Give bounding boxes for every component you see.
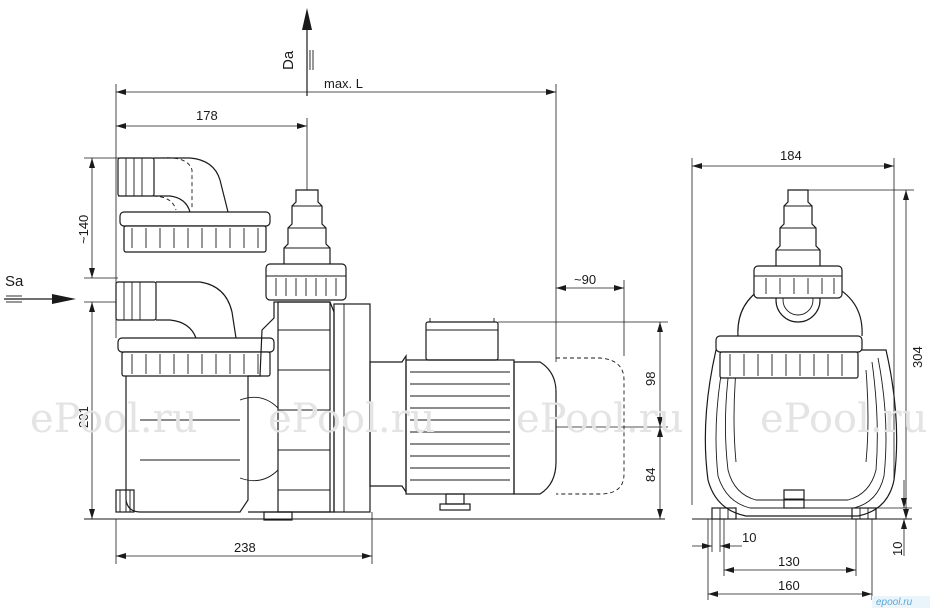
dim-10-horizontal-label: 10: [742, 530, 756, 545]
suction-arrow: [4, 294, 76, 304]
logo[interactable]: epool.ru: [876, 597, 913, 608]
watermarks: ePool.ru ePool.ru ePool.ru ePool.ru: [30, 396, 928, 442]
dim-98-label: 98: [643, 372, 658, 386]
watermark: ePool.ru: [30, 396, 198, 442]
front-view: 184 304 10 130: [691, 148, 925, 600]
dim-98-84: [498, 321, 668, 519]
dim-238-label: 238: [234, 540, 256, 555]
dim-140: [84, 157, 118, 279]
dim-10-vertical: [876, 480, 912, 556]
motor: [369, 318, 625, 511]
strainer-lid-raised: [117, 157, 271, 253]
front-discharge-nozzle: [775, 189, 821, 266]
discharge-nozzle: [265, 189, 347, 301]
dim-130-label: 130: [778, 554, 800, 569]
dim-130: [723, 519, 857, 576]
suction-label: Sa: [5, 273, 24, 290]
dim-304: [808, 189, 914, 519]
dim-184-label: 184: [780, 148, 802, 163]
dim-184: [691, 158, 895, 505]
logo-badge: [872, 596, 930, 608]
dim-90: [556, 280, 625, 356]
watermark: ePool.ru: [516, 396, 684, 442]
front-foot-left: [711, 507, 737, 520]
side-view: Da Sa max. L 178: [4, 8, 668, 564]
front-lid: [715, 335, 863, 353]
dim-90-label: ~90: [574, 272, 596, 287]
dim-160: [707, 519, 873, 600]
dim-max-l-label: max. L: [324, 76, 363, 91]
discharge-arrow: [302, 8, 314, 96]
dim-178: [116, 118, 308, 190]
dim-201: [84, 301, 116, 519]
watermark: ePool.ru: [268, 396, 436, 442]
discharge-label: Da: [280, 50, 297, 70]
dim-304-label: 304: [910, 346, 925, 368]
watermark: ePool.ru: [760, 396, 928, 442]
dim-201-label: 201: [76, 406, 91, 428]
dim-140-label: ~140: [76, 215, 91, 244]
front-body: [704, 349, 898, 517]
dim-178-label: 178: [196, 108, 218, 123]
front-discharge-nut: [753, 265, 843, 299]
dim-160-label: 160: [778, 578, 800, 593]
dim-84-label: 84: [643, 468, 658, 482]
front-foot-right: [851, 507, 877, 520]
pump-housing: [248, 301, 371, 521]
dim-10-horizontal: [692, 519, 742, 552]
dim-238: [115, 512, 373, 564]
dim-10-vertical-label: 10: [890, 542, 905, 556]
